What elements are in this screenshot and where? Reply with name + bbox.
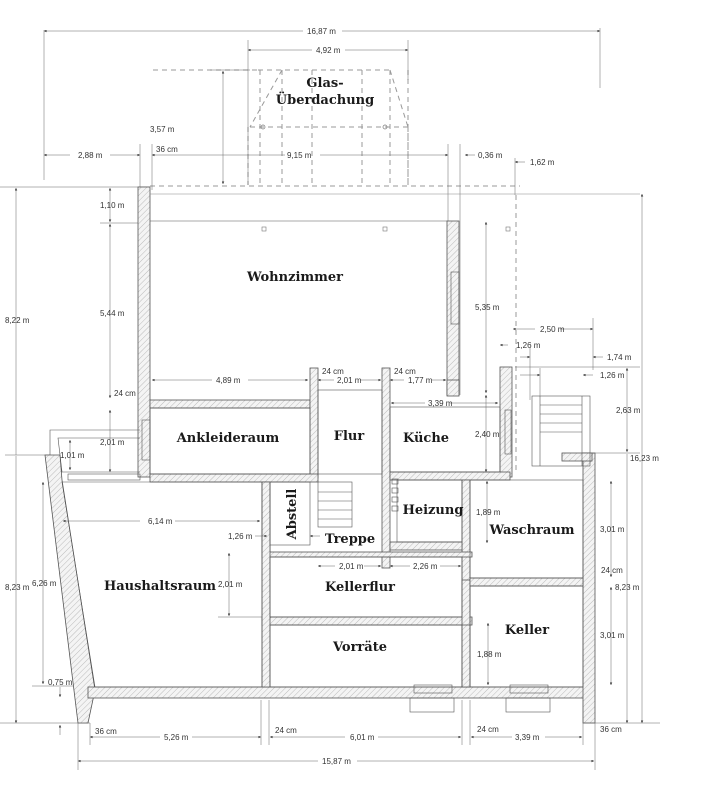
room-label-kueche: Küche (403, 431, 449, 446)
dim-kueche-339: 3,39 m (428, 399, 453, 408)
dim-r-823: 8,23 m (615, 583, 640, 592)
dim-flur-201: 2,01 m (337, 376, 362, 385)
dim-ank-201: 2,01 m (100, 438, 125, 447)
dim-w-489: 4,89 m (216, 376, 241, 385)
room-label-wohnzimmer: Wohnzimmer (246, 270, 343, 285)
room-label-flur: Flur (334, 429, 365, 444)
dim-h-24-left: 24 cm (114, 389, 136, 398)
dim-b-36b: 36 cm (600, 725, 622, 734)
dim-h-822: 8,22 m (5, 316, 30, 325)
room-labels: Wohnzimmer Ankleideraum Flur Küche Abste… (104, 270, 575, 655)
dim-h-544: 5,44 m (100, 309, 125, 318)
dim-b-339: 3,39 m (515, 733, 540, 742)
dim-wall-36-top: 36 cm (156, 145, 178, 154)
dim-keller-188: 1,88 m (477, 650, 502, 659)
room-label-keller: Keller (505, 623, 549, 638)
room-label-glas-2: Überdachung (276, 91, 374, 108)
dim-w-177: 1,77 m (408, 376, 433, 385)
dim-wasch-189: 1,89 m (476, 508, 501, 517)
dim-wasch-301: 3,01 m (600, 525, 625, 534)
dim-kueche-240: 2,40 m (475, 430, 500, 439)
dim-b-36a: 36 cm (95, 727, 117, 736)
room-label-glas-1: Glas- (306, 76, 343, 91)
dim-h-263: 2,63 m (616, 406, 641, 415)
room-label-ankleideraum: Ankleideraum (176, 431, 280, 446)
dim-w-126c: 1,26 m (228, 532, 253, 541)
dim-total-width-bottom: 15,87 m (322, 757, 351, 766)
bottom-dimensions: 36 cm 5,26 m 24 cm 6,01 m 24 cm 3,39 m 3… (77, 700, 622, 770)
room-label-treppe: Treppe (325, 532, 375, 547)
left-dimensions: 8,22 m 1,10 m 5,44 m 24 cm 2,01 m 1,01 m… (0, 186, 150, 735)
dim-kf-226: 2,26 m (413, 562, 438, 571)
dim-h-535: 5,35 m (475, 303, 500, 312)
dim-h-110: 1,10 m (100, 201, 125, 210)
dim-w-24a: 24 cm (322, 367, 344, 376)
dim-h-101: 1,01 m (60, 451, 85, 460)
dim-w-250: 2,50 m (540, 325, 565, 334)
dim-total-width-top: 16,87 m (307, 27, 336, 36)
dim-b-24a: 24 cm (275, 726, 297, 735)
dim-w-126b: 1,26 m (600, 371, 625, 380)
dim-keller-301: 3,01 m (600, 631, 625, 640)
dim-b-601: 6,01 m (350, 733, 375, 742)
room-outlines (49, 195, 591, 713)
dim-b-24b: 24 cm (477, 725, 499, 734)
dim-haus-201: 2,01 m (218, 580, 243, 589)
dim-l-075: 0,75 m (48, 678, 73, 687)
dim-glas-depth: 3,57 m (150, 125, 175, 134)
room-label-heizung: Heizung (403, 503, 464, 518)
room-label-abstell: Abstell (285, 489, 300, 541)
dim-glas-width: 4,92 m (316, 46, 341, 55)
room-label-waschraum: Waschraum (488, 523, 574, 538)
room-label-haushaltsraum: Haushaltsraum (104, 579, 216, 594)
dim-b-526: 5,26 m (164, 733, 189, 742)
dim-l-823: 8,23 m (5, 583, 30, 592)
dim-kf-201: 2,01 m (339, 562, 364, 571)
dim-w-24b: 24 cm (394, 367, 416, 376)
top-dimensions: 16,87 m 4,92 m 3,57 m 2,88 m 36 cm 9,15 … (43, 27, 601, 395)
dim-h-1623: 16,23 m (630, 454, 659, 463)
dim-right-offset: 1,62 m (530, 158, 555, 167)
room-label-vorraete: Vorräte (332, 640, 387, 655)
dim-r-24: 24 cm (601, 566, 623, 575)
dim-l-626: 6,26 m (32, 579, 57, 588)
dim-left-offset: 2,88 m (78, 151, 103, 160)
dim-wall-036: 0,36 m (478, 151, 503, 160)
room-label-kellerflur: Kellerflur (325, 580, 395, 595)
dim-w-614: 6,14 m (148, 517, 173, 526)
dim-wohn-width: 9,15 m (287, 151, 312, 160)
dim-w-174: 1,74 m (607, 353, 632, 362)
interior-dimensions: 4,89 m 24 cm 2,01 m 24 cm 1,77 m 5,35 m … (63, 194, 660, 724)
glass-roof: Glas- Überdachung (150, 69, 520, 187)
walls (44, 186, 640, 724)
dim-w-126a: 1,26 m (516, 341, 541, 350)
